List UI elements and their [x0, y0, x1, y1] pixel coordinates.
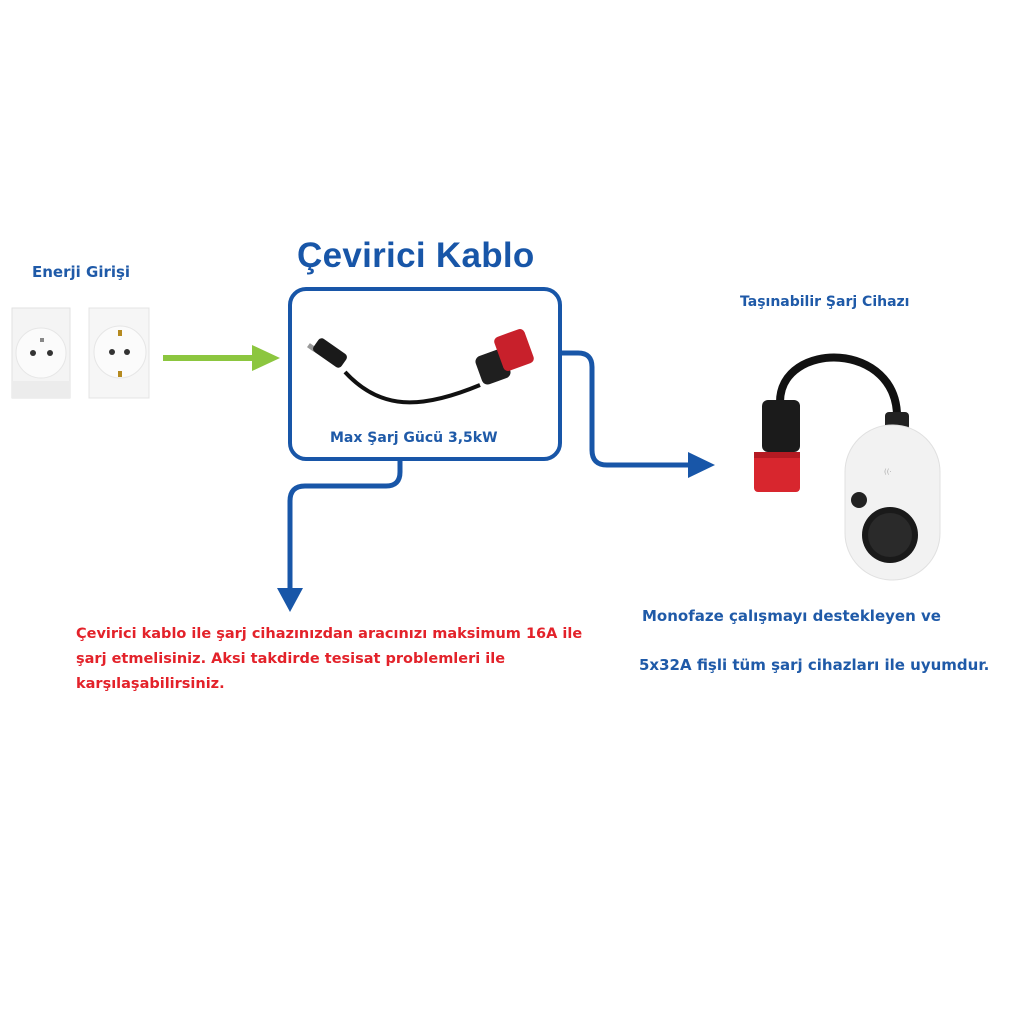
- converter-box: [288, 287, 562, 461]
- schuko-socket-icon: [88, 307, 150, 399]
- warning-text: Çevirici kablo ile şarj cihazınızdan ara…: [76, 626, 583, 692]
- blue-arrow-right-icon: [562, 350, 715, 478]
- portable-charger-label: Taşınabilir Şarj Cihazı: [740, 294, 910, 310]
- blue-arrow-down-icon: [277, 461, 403, 612]
- portable-charger-icon: ((·: [754, 353, 941, 581]
- green-arrow-icon: [163, 345, 280, 371]
- max-power-label: Max Şarj Gücü 3,5kW: [330, 430, 498, 446]
- compatibility-line-2: 5x32A fişli tüm şarj cihazları ile uyumd…: [639, 656, 990, 674]
- adapter-cable-icon: [307, 329, 534, 405]
- compatibility-line-1: Monofaze çalışmayı destekleyen ve: [642, 607, 941, 625]
- svg-text:((·: ((·: [884, 468, 892, 476]
- energy-input-label: Enerji Girişi: [32, 263, 131, 281]
- converter-title: Çevirici Kablo: [297, 236, 535, 275]
- french-socket-icon: [11, 307, 71, 399]
